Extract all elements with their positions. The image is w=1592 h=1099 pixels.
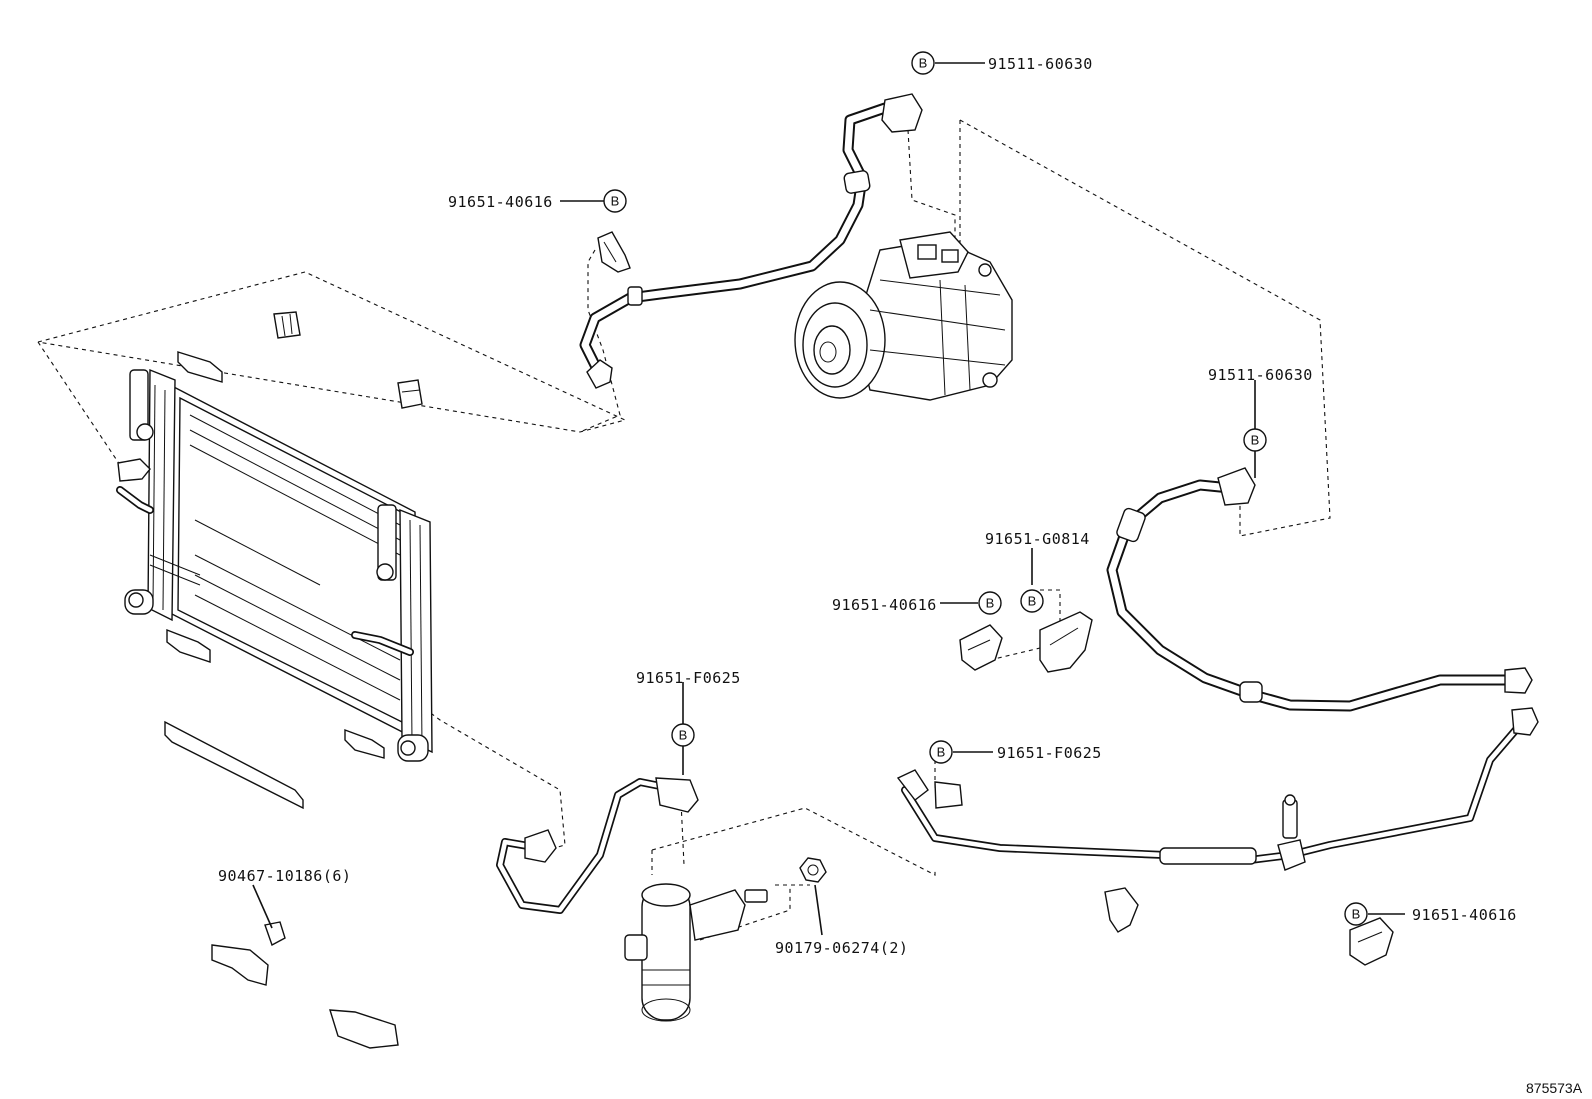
svg-text:B: B	[937, 745, 946, 760]
badge-c6: B	[671, 723, 695, 747]
nut	[799, 857, 827, 883]
part-label-c8: 91651-40616	[1412, 906, 1517, 924]
badge-c8: B	[1344, 902, 1368, 926]
part-label-c1: 91511-60630	[988, 55, 1093, 73]
part-label-c10: 90179-06274(2)	[775, 939, 908, 957]
figure-id: 875573A	[1526, 1080, 1583, 1096]
part-label-c5: 91651-40616	[832, 596, 937, 614]
condenser-brackets	[211, 921, 399, 1049]
part-label-c3: 91511-60630	[1208, 366, 1313, 384]
badge-c4: B	[1020, 589, 1044, 613]
liquid-tube-condenser	[496, 777, 699, 914]
svg-text:B: B	[1251, 433, 1260, 448]
part-label-c2: 91651-40616	[448, 193, 553, 211]
part-label-c6: 91651-F0625	[636, 669, 741, 687]
compressor	[794, 231, 1013, 401]
svg-text:B: B	[679, 728, 688, 743]
part-label-c9: 90467-10186(6)	[218, 867, 351, 885]
badge-c7: B	[929, 740, 953, 764]
svg-text:B: B	[611, 194, 620, 209]
discharge-hose	[1106, 467, 1533, 712]
leader-lines	[252, 62, 1405, 936]
badge-c2: B	[603, 189, 627, 213]
svg-text:B: B	[1028, 594, 1037, 609]
badge-c1: B	[911, 51, 935, 75]
hose-clamp-bottom-right	[1349, 917, 1394, 966]
suction-hose	[579, 93, 923, 389]
svg-text:B: B	[986, 596, 995, 611]
hose-bracket-middle	[959, 611, 1093, 673]
tube-clip	[1104, 887, 1139, 933]
part-label-c7: 91651-F0625	[997, 744, 1102, 762]
condenser-cushions	[164, 311, 423, 810]
receiver-dryer	[624, 883, 768, 1022]
svg-text:B: B	[1352, 907, 1361, 922]
badge-c5: B	[978, 591, 1002, 615]
part-label-c4: 91651-G0814	[985, 530, 1090, 548]
condenser-assembly	[116, 368, 433, 762]
svg-text:B: B	[919, 56, 928, 71]
liquid-tube	[896, 707, 1539, 871]
badge-c3: B	[1243, 428, 1267, 452]
hose-clamp-top	[597, 231, 631, 273]
